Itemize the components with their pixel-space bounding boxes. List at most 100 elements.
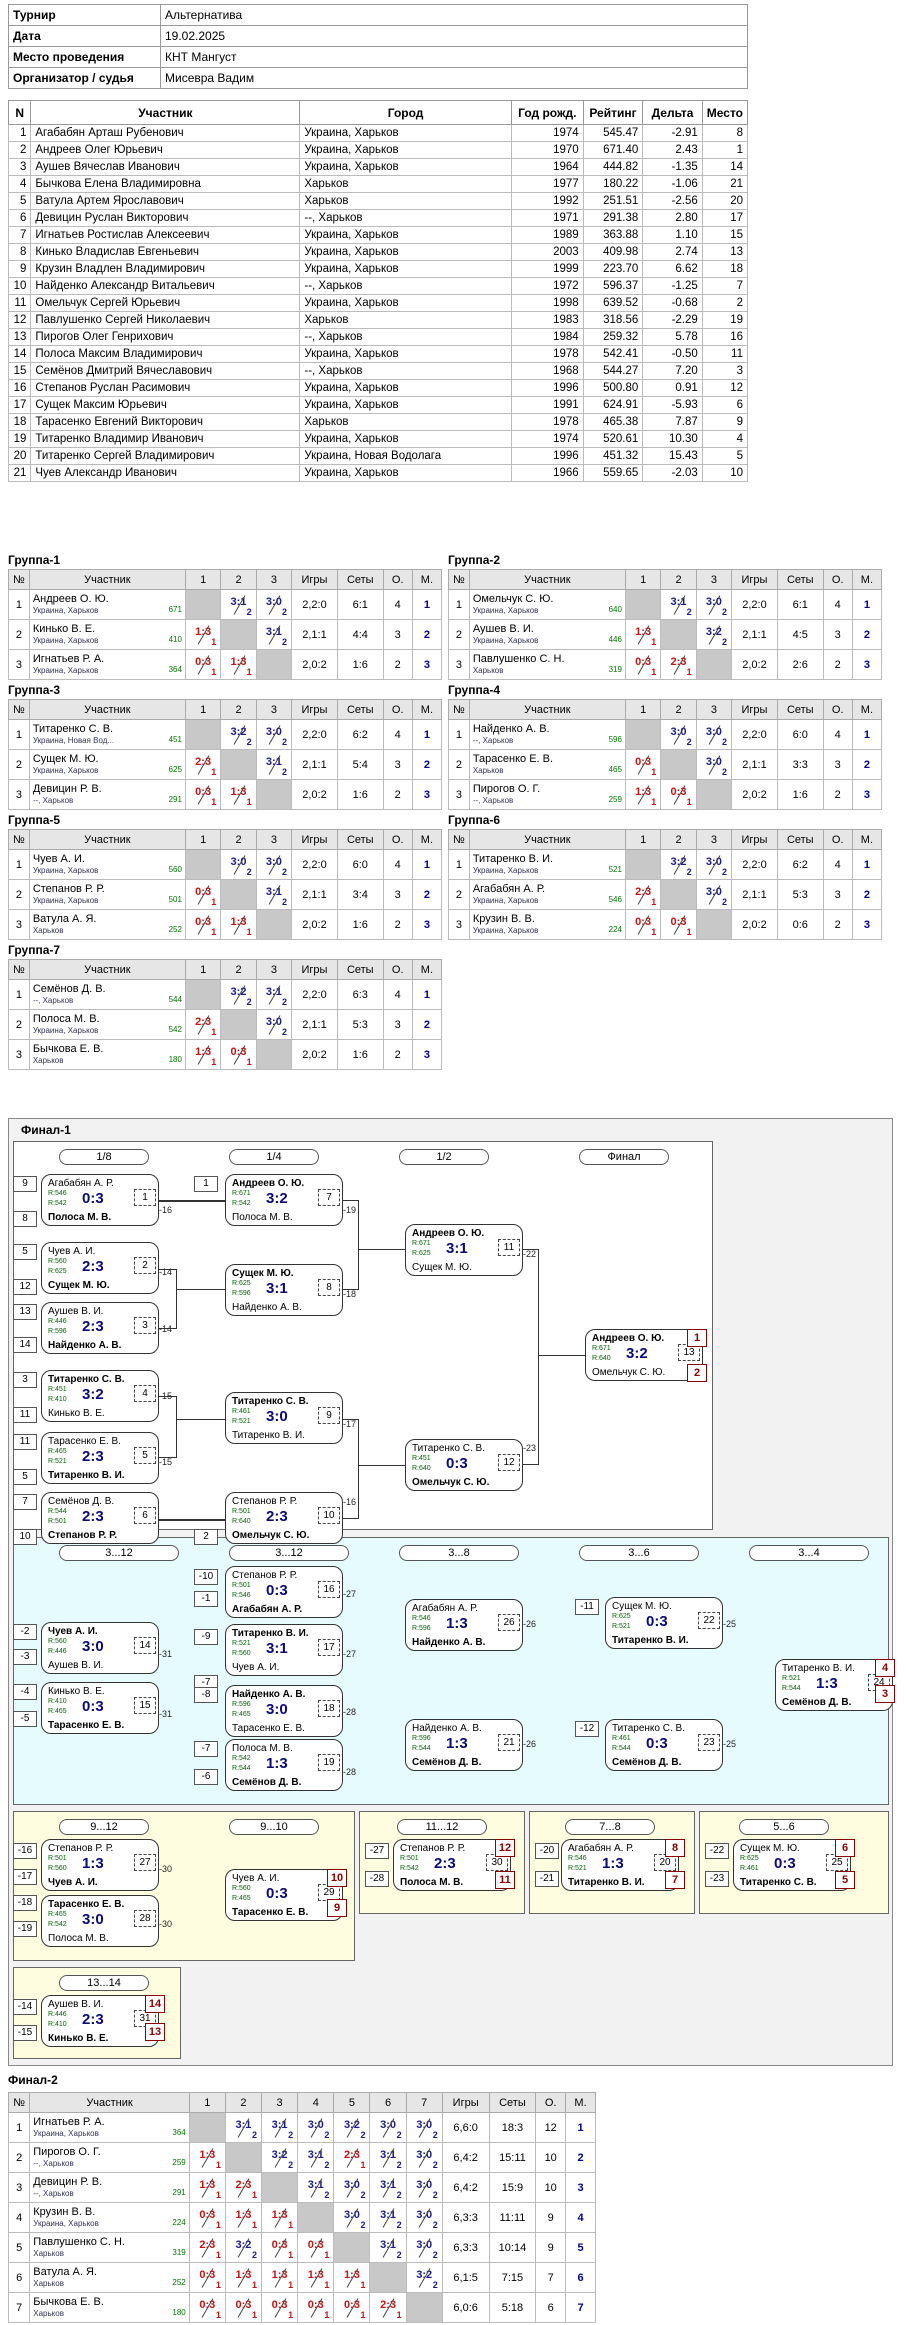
match-points: 1 [288, 2280, 294, 2290]
player-cell: Бычкова Елена Владимировна [30, 175, 301, 193]
player-a: Андреев О. Ю. [412, 1228, 485, 1239]
match-points: 2 [252, 2130, 258, 2140]
participant-rating: 625 [168, 765, 182, 774]
player-cell: 2.80 [642, 209, 703, 227]
place-cell: 2 [411, 619, 443, 650]
col-header: 1 [184, 699, 222, 720]
col-header: Игры [731, 829, 778, 850]
match-points: 2 [252, 2250, 258, 2260]
match-points: 1 [651, 927, 657, 937]
player-b: Титаренко С. В. [740, 1877, 817, 1888]
match-points: 1 [360, 2280, 366, 2290]
player-cell: 1971 [510, 209, 584, 227]
self-cell [184, 589, 222, 620]
final-place: 8 [665, 1839, 685, 1857]
match-number: 4 [134, 1385, 156, 1402]
players-col-header: Место [701, 100, 749, 125]
seed-number: -6 [194, 1769, 218, 1785]
player-cell: 6 [701, 396, 749, 414]
rating-a: R:625 [612, 1613, 631, 1620]
players-col-header: N [7, 100, 32, 125]
match-score: 0:3 [266, 1582, 288, 1599]
match-points: 1 [246, 797, 252, 807]
score-cell: 3:12 [224, 2112, 263, 2143]
col-header: 2 [224, 2092, 263, 2113]
player-b: Омельчук С. Ю. [592, 1367, 666, 1378]
col-header: 1 [184, 569, 222, 590]
rating-b: R:546 [232, 1592, 251, 1599]
player-b: Чуев А. И. [48, 1877, 98, 1888]
seed-number: 9 [13, 1176, 37, 1192]
sets-cell: 11:11 [488, 2202, 537, 2233]
col-header: № [8, 959, 30, 980]
self-cell [624, 719, 662, 750]
player-a: Степанов Р. Р. [400, 1843, 466, 1854]
final-place: 5 [835, 1871, 855, 1889]
players-col-header: Год рожд. [510, 100, 584, 125]
games-cell: 2,0:2 [291, 649, 338, 680]
col-header: 2 [220, 699, 257, 720]
seed-number: -23 [705, 1871, 729, 1887]
col-header: 1 [184, 829, 222, 850]
self-cell [695, 779, 733, 810]
rating-b: R:544 [412, 1745, 431, 1752]
col-header: Сеты [336, 699, 384, 720]
col-header: № [7, 2092, 31, 2113]
match-points: 1 [651, 637, 657, 647]
rating-a: R:560 [48, 1638, 67, 1645]
self-cell [220, 749, 257, 780]
match-points: 2 [432, 2250, 438, 2260]
player-cell: 6 [7, 209, 32, 227]
player-a: Титаренко С. В. [48, 1374, 125, 1385]
player-cell: 363.88 [582, 226, 644, 244]
player-cell: 14 [7, 345, 32, 363]
match-points: 2 [432, 2160, 438, 2170]
match-score: 1:3 [446, 1615, 468, 1632]
match-score: 0:3 [266, 1885, 288, 1902]
match-points: 2 [432, 2220, 438, 2230]
player-cell: 1978 [510, 345, 584, 363]
player-b: Семёнов Д. В. [412, 1757, 482, 1768]
player-cell: 18 [7, 413, 32, 431]
rating-b: R:640 [232, 1518, 251, 1525]
match-number: 10 [318, 1507, 340, 1524]
col-header: Игры [441, 2092, 490, 2113]
player-cell: Крузин Владлен Владимирович [30, 260, 301, 278]
loser-arrow: -14 [159, 1324, 173, 1334]
participant-name: Титаренко В. И. [472, 852, 554, 865]
participant-rating: 180 [168, 1055, 182, 1064]
sets-cell: 1:6 [776, 779, 824, 810]
col-header: Участник [468, 569, 626, 590]
col-header: 2 [220, 959, 257, 980]
match-score: 3:0 [266, 1408, 288, 1425]
participant-rating: 465 [608, 765, 622, 774]
participant-rating: 224 [608, 925, 622, 934]
seed-number: -4 [13, 1684, 37, 1700]
rating-b: R:560 [48, 1865, 67, 1872]
match-points: 2 [324, 2190, 330, 2200]
games-cell: 2,1:1 [291, 749, 338, 780]
player-a: Полоса М. В. [232, 1743, 293, 1754]
player-cell: -1.35 [642, 158, 703, 176]
match-score: 3:0 [266, 1701, 288, 1718]
round-header: 1/4 [229, 1149, 319, 1165]
self-cell [624, 589, 662, 620]
player-cell: Украина, Харьков [299, 396, 512, 414]
group-title: Группа-7 [8, 943, 61, 957]
seed-number: -3 [13, 1649, 37, 1665]
loser-arrow: -28 [343, 1707, 357, 1717]
